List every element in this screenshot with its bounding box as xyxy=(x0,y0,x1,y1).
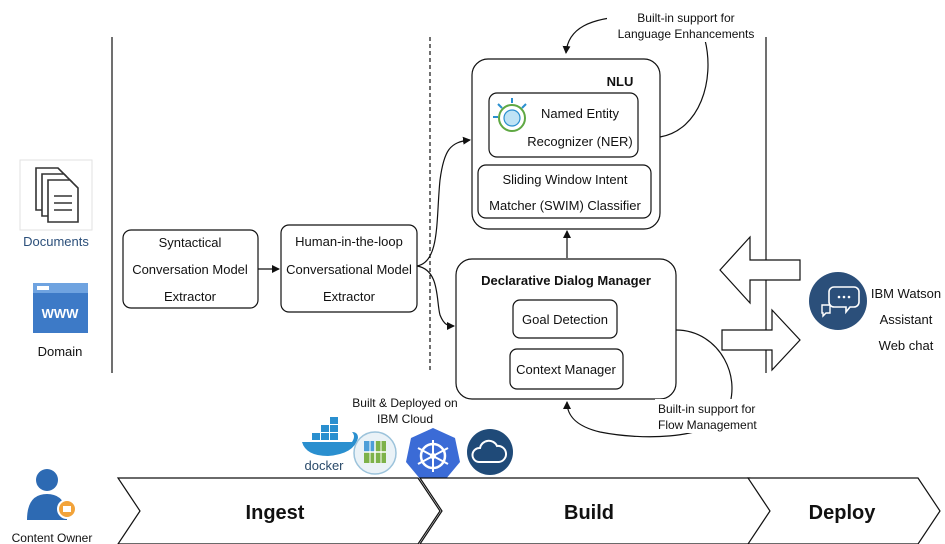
goal-detection-box xyxy=(512,299,618,339)
ner-line-1: Named Entity xyxy=(541,106,620,121)
language-support-line-1: Built-in support for xyxy=(637,11,734,25)
hitl-line-1: Human-in-the-loop xyxy=(295,234,403,249)
syntactical-line-2: Conversation Model xyxy=(132,262,248,277)
documents-label: Documents xyxy=(23,234,89,249)
ner-line-2: Recognizer (NER) xyxy=(527,134,632,149)
ibm-cloud-icon xyxy=(467,429,513,475)
content-owner-icon xyxy=(27,469,77,520)
documents-icon xyxy=(19,159,93,231)
hitl-to-nlu-arrow xyxy=(416,136,471,267)
swim-box xyxy=(477,164,652,219)
language-support-line-2: Language Enhancements xyxy=(618,27,755,41)
phase-chevron-ingest xyxy=(116,477,441,544)
cloud-note-line-1: Built & Deployed on xyxy=(352,396,457,410)
container-registry-icon xyxy=(353,431,397,475)
cloud-note-line-2: IBM Cloud xyxy=(377,412,433,426)
watson-line-2: Assistant xyxy=(880,312,933,327)
syntactical-line-3: Extractor xyxy=(164,289,217,304)
watson-line-1: IBM Watson xyxy=(871,286,941,301)
watson-globe-icon xyxy=(493,98,527,132)
context-manager-label: Context Manager xyxy=(516,362,616,377)
goal-detection-label: Goal Detection xyxy=(522,312,608,327)
www-icon-text: WWW xyxy=(42,306,80,321)
ner-box xyxy=(488,92,639,158)
hitl-extractor-box xyxy=(280,224,418,313)
docker-icon: docker xyxy=(302,417,358,473)
swim-line-2: Matcher (SWIM) Classifier xyxy=(489,198,641,213)
phase-ingest-label: Ingest xyxy=(246,502,305,524)
content-owner-label: Content Owner xyxy=(12,531,93,544)
watson-line-3: Web chat xyxy=(879,338,934,353)
hitl-line-3: Extractor xyxy=(323,289,376,304)
flow-support-note-bg xyxy=(655,399,775,433)
context-manager-box xyxy=(509,348,624,390)
docker-text: docker xyxy=(304,458,344,473)
phase-chevron-deploy xyxy=(746,477,941,544)
nlu-title: NLU xyxy=(607,74,634,89)
dialog-manager-title: Declarative Dialog Manager xyxy=(481,273,651,288)
outbound-block-arrow xyxy=(721,308,801,372)
hitl-line-2: Conversational Model xyxy=(286,262,412,277)
syntactical-line-1: Syntactical xyxy=(159,235,222,250)
flow-support-line-2: Flow Management xyxy=(658,418,757,432)
domain-label: Domain xyxy=(38,344,83,359)
hitl-to-ddm-arrow xyxy=(416,265,455,330)
language-support-note-bg xyxy=(607,8,765,42)
kubernetes-icon xyxy=(406,428,460,480)
inbound-block-arrow xyxy=(719,235,801,305)
flow-support-line-1: Built-in support for xyxy=(658,402,755,416)
watson-chat-icon xyxy=(809,272,867,330)
www-icon: WWW xyxy=(33,283,88,333)
phase-deploy-label: Deploy xyxy=(809,502,877,524)
swim-line-1: Sliding Window Intent xyxy=(502,172,627,187)
phase-build-label: Build xyxy=(564,502,614,524)
